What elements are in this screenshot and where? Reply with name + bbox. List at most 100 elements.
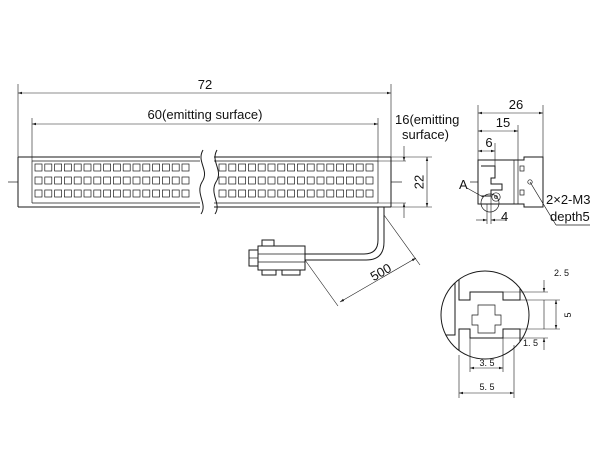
dim-side-4: 4 — [476, 196, 508, 224]
led-chip — [316, 176, 325, 185]
led-chip — [297, 189, 305, 198]
dim-72-label: 72 — [198, 77, 212, 92]
led-chip — [103, 176, 111, 185]
led-chip — [73, 176, 82, 185]
led-chip — [248, 176, 256, 185]
dim-4-label: 4 — [501, 209, 508, 224]
led-chip — [54, 163, 62, 172]
led-chip — [171, 176, 180, 185]
led-chip — [355, 176, 364, 185]
led-chip — [73, 163, 82, 172]
led-chip — [64, 176, 72, 185]
led-chip — [83, 176, 92, 185]
led-chip — [355, 163, 364, 172]
led-chip — [287, 189, 295, 198]
led-chip — [326, 189, 335, 198]
led-chip — [181, 176, 190, 185]
led-chip — [267, 189, 276, 198]
led-chip — [228, 176, 237, 185]
led-chip — [181, 163, 190, 172]
led-chip — [336, 176, 344, 185]
led-chip — [54, 176, 62, 185]
led-chip — [316, 163, 325, 172]
led-chip — [267, 176, 276, 185]
side-view — [470, 156, 544, 213]
led-chip — [132, 189, 141, 198]
led-chip — [34, 176, 43, 185]
dim-6-label: 6 — [485, 135, 492, 150]
led-chip — [34, 163, 43, 172]
dim-22-label: 22 — [411, 175, 426, 189]
led-chip — [355, 189, 364, 198]
led-chip — [248, 189, 256, 198]
led-chip — [113, 189, 121, 198]
led-chip — [365, 176, 374, 185]
led-chip — [113, 176, 121, 185]
led-chip — [277, 176, 286, 185]
dim-16-label-1: 16(emitting — [395, 112, 459, 127]
mounting-label-2: depth5 — [550, 209, 590, 224]
led-chip — [346, 176, 354, 185]
led-chip — [218, 189, 227, 198]
dim-total-length: 72 — [17, 77, 392, 157]
mounting-callout: 2×2-M3 depth5 — [529, 181, 590, 226]
dim-26-label: 26 — [509, 97, 523, 112]
led-chip — [297, 176, 305, 185]
led-chip — [171, 189, 180, 198]
led-chip — [162, 189, 170, 198]
led-chip — [103, 189, 111, 198]
led-chip — [326, 163, 335, 172]
led-chip — [122, 189, 131, 198]
led-chip — [103, 163, 111, 172]
led-chip — [132, 163, 141, 172]
led-chip — [73, 189, 82, 198]
led-chip — [297, 163, 305, 172]
led-chip — [44, 189, 53, 198]
mounting-label-1: 2×2-M3 — [546, 192, 590, 207]
led-chip — [306, 163, 315, 172]
led-chip — [257, 176, 266, 185]
led-chip — [152, 163, 160, 172]
led-chip — [238, 176, 246, 185]
led-chip — [83, 163, 92, 172]
led-grid — [34, 163, 374, 198]
led-chip — [228, 189, 237, 198]
led-chip — [64, 163, 72, 172]
led-chip — [238, 163, 246, 172]
led-chip — [44, 163, 53, 172]
dim-500-label: 500 — [368, 260, 394, 284]
led-chip — [238, 189, 246, 198]
led-chip — [162, 176, 170, 185]
led-chip — [181, 189, 190, 198]
front-view — [8, 149, 402, 276]
led-chip — [277, 163, 286, 172]
led-chip — [162, 163, 170, 172]
detail-dim-2-5: 2. 5 — [554, 268, 569, 278]
led-chip — [306, 189, 315, 198]
led-chip — [142, 176, 151, 185]
led-chip — [93, 163, 102, 172]
led-chip — [122, 163, 131, 172]
cable — [305, 207, 379, 255]
led-chip — [122, 176, 131, 185]
led-chip — [64, 189, 72, 198]
led-chip — [152, 189, 160, 198]
detail-dim-5-5: 5. 5 — [479, 382, 494, 392]
dim-side-15: 15 — [478, 115, 519, 160]
led-chip — [142, 163, 151, 172]
detail-dim-5: 5 — [563, 312, 573, 317]
detail-view: 2. 5 5 1. 5 3. 5 5. 5 — [440, 268, 573, 398]
led-chip — [365, 163, 374, 172]
led-chip — [171, 163, 180, 172]
dim-15-label: 15 — [496, 115, 510, 130]
led-chip — [267, 163, 276, 172]
led-chip — [83, 189, 92, 198]
led-chip — [248, 163, 256, 172]
led-chip — [228, 163, 237, 172]
detail-dim-3-5: 3. 5 — [479, 358, 494, 368]
led-chip — [93, 189, 102, 198]
led-chip — [132, 176, 141, 185]
led-chip — [336, 163, 344, 172]
led-chip — [257, 163, 266, 172]
